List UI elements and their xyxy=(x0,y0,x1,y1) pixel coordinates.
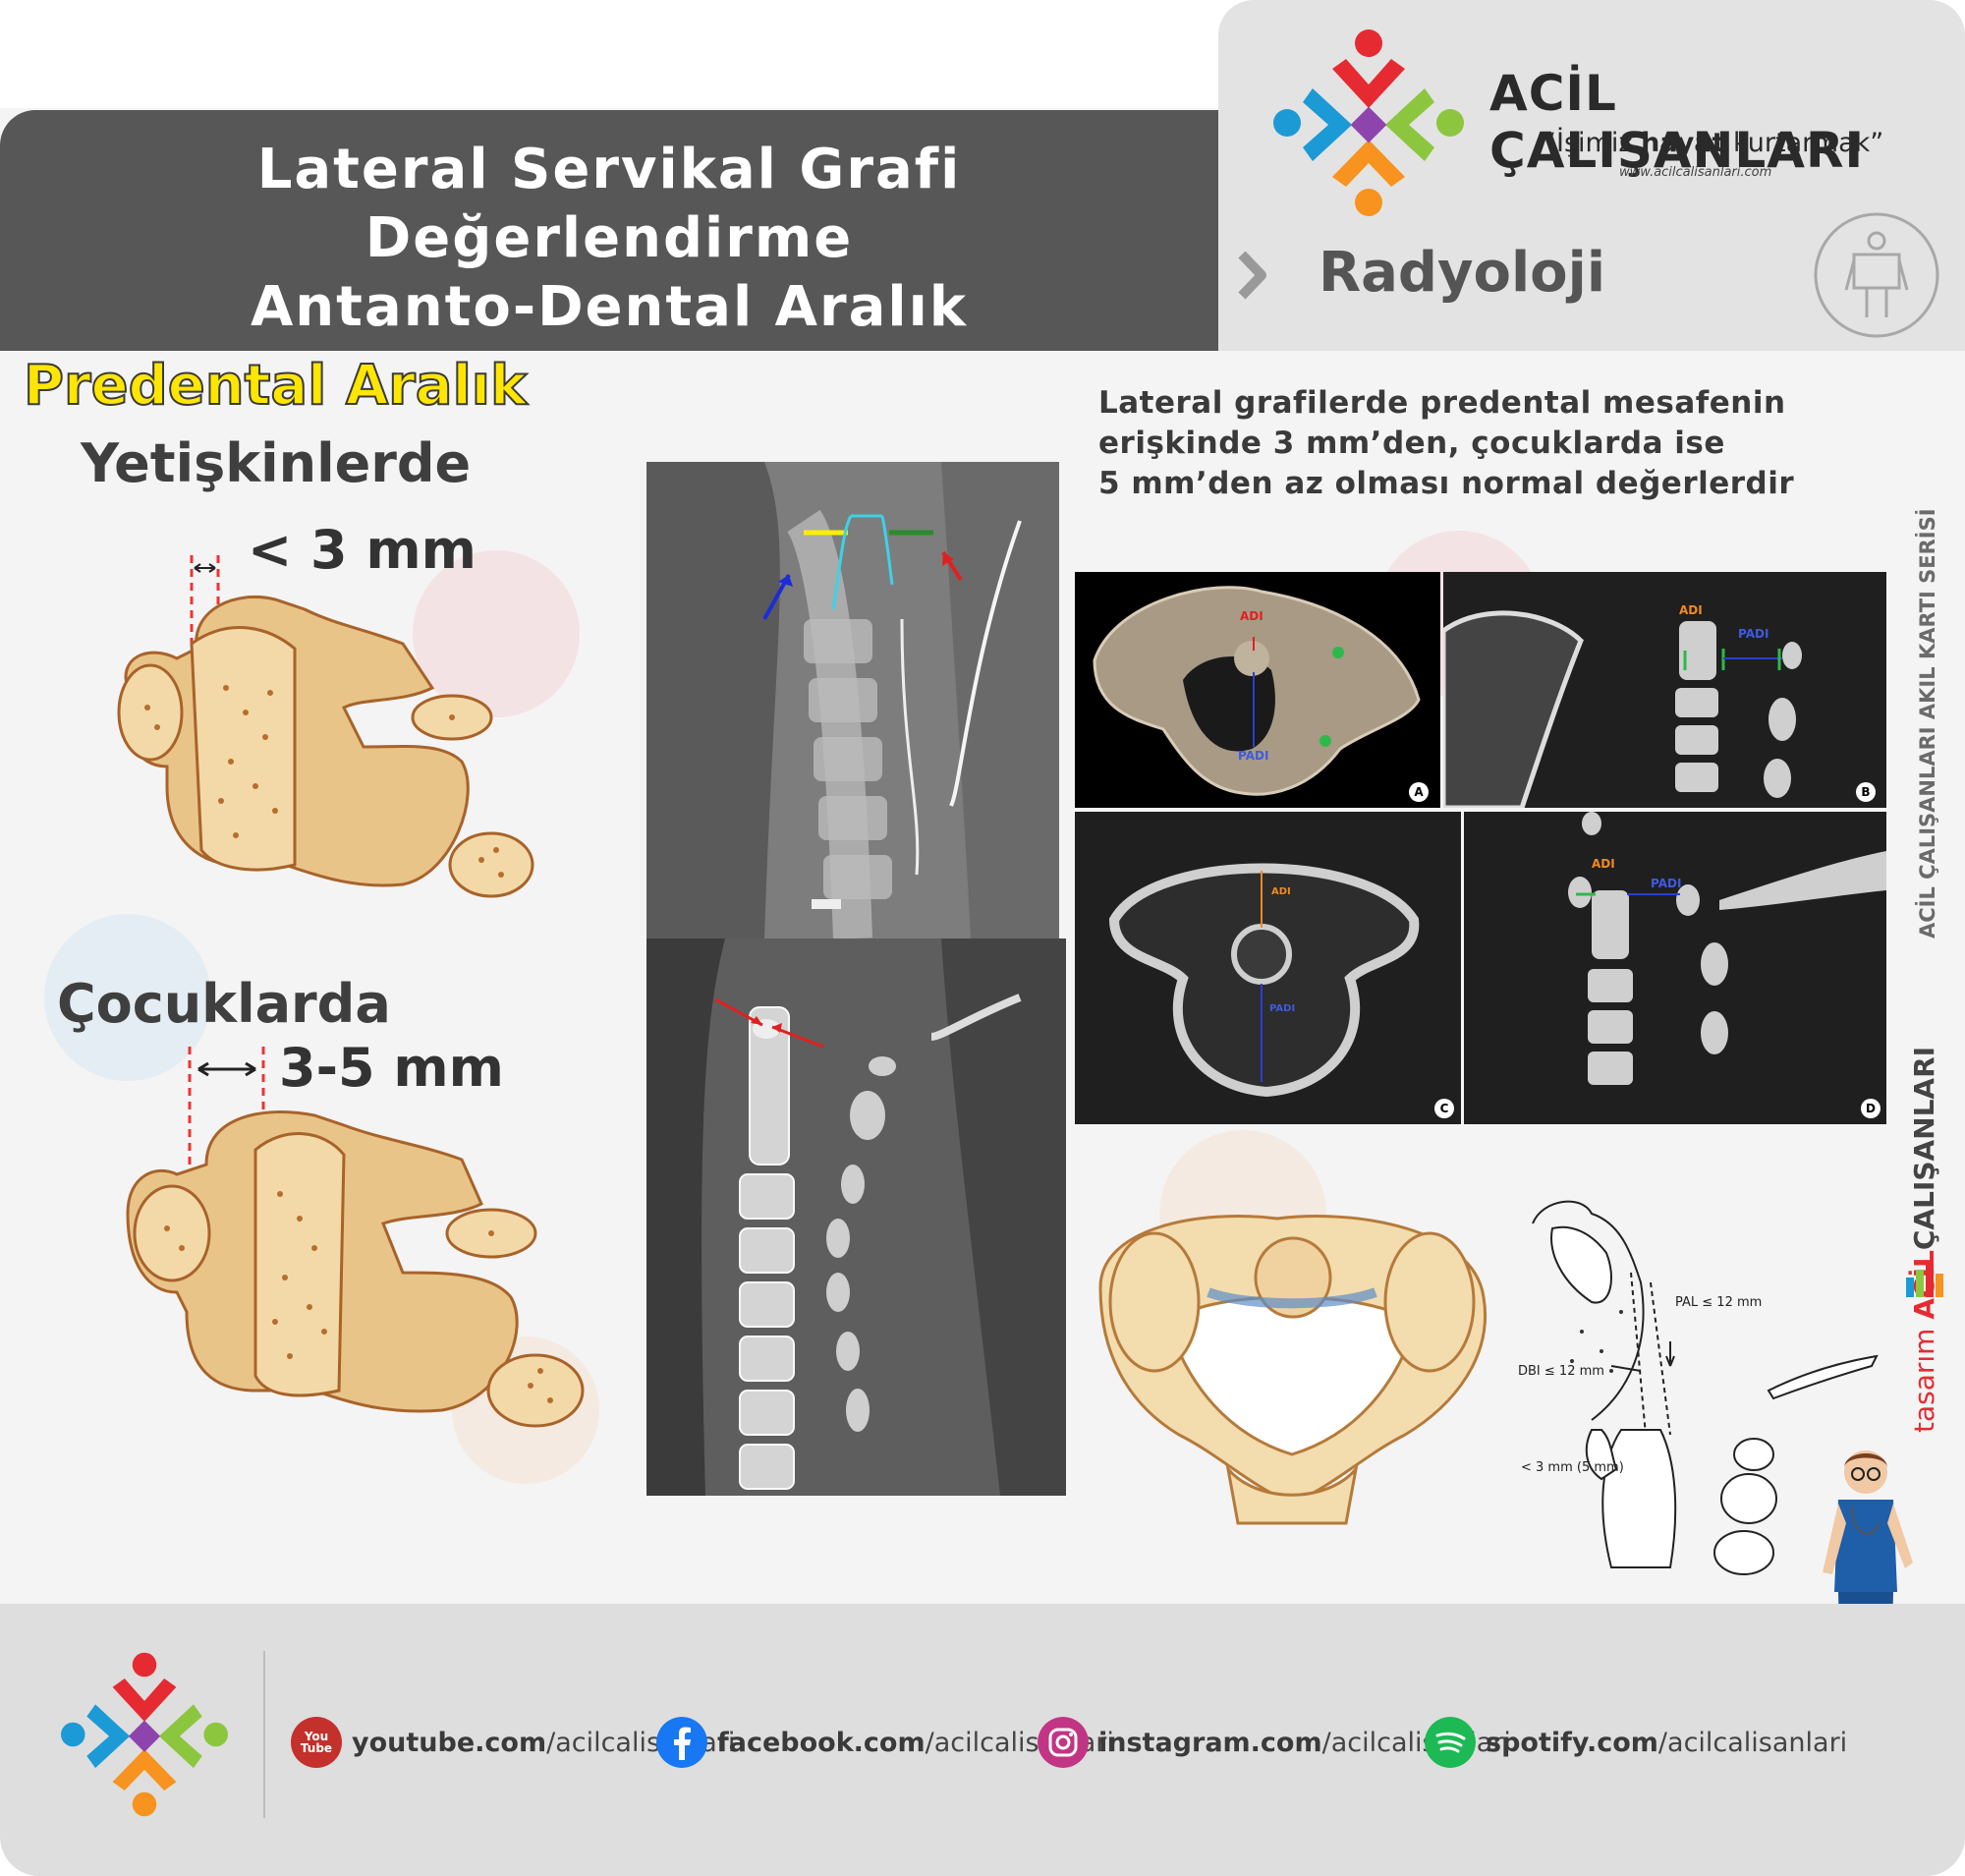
title-line-1: Lateral Servikal Grafi xyxy=(256,138,962,201)
ct-panel-d-drawing xyxy=(1464,812,1886,1124)
ct-panel-a: ADI PADI A xyxy=(1075,572,1440,808)
lateral-xray-drawing xyxy=(646,462,1059,938)
brand-name: ACİL ÇALIŞANLARI xyxy=(1489,65,1865,179)
diagram-dbi-label: DBI ≤ 12 mm xyxy=(1518,1364,1604,1379)
series-vertical-text: ACİL ÇALIŞANLARI AKIL KARTI SERİSİ xyxy=(1916,508,1939,938)
footer-logo-mark-icon xyxy=(61,1652,228,1817)
slogan-bold: hayat xyxy=(1641,128,1725,158)
category-label: Radyoloji xyxy=(1319,241,1606,305)
predental-line-diagram xyxy=(1532,1200,1879,1575)
child-vertebra-illustration xyxy=(126,1047,585,1428)
youtube-icon-text: You Tube xyxy=(300,1730,333,1755)
brand-slogan: “İşimiz hayat kurtarmak” xyxy=(1543,128,1883,158)
design-prefix: tasarım xyxy=(1908,1328,1940,1433)
ct-b-adi-label: ADI xyxy=(1679,603,1703,617)
adults-value: < 3 mm xyxy=(248,519,477,581)
chevron-right-icon xyxy=(1238,251,1266,300)
logo-panel: ACİL ÇALIŞANLARI “İşimiz hayat kurtarmak… xyxy=(1218,0,1965,351)
spotify-icon xyxy=(1425,1717,1476,1768)
ct-a-tag: A xyxy=(1409,782,1429,802)
background-blob xyxy=(44,914,211,1081)
youtube-domain: youtube.com xyxy=(352,1727,547,1758)
title-line-2: Değerlendirme xyxy=(365,206,854,270)
slogan-part: kurtarmak” xyxy=(1724,128,1884,158)
spotify-path: /acilcalisanlari xyxy=(1657,1727,1848,1758)
ct-panel-c-drawing xyxy=(1075,812,1461,1124)
ct-b-tag: B xyxy=(1856,782,1876,802)
design-vertical-text: tasarım ACİLÇALIŞANLARI xyxy=(1904,981,1953,1433)
ct-a-adi-label: ADI xyxy=(1240,609,1263,623)
sagittal-ct-image xyxy=(646,938,1066,1496)
spotify-link[interactable]: spotify.com/acilcalisanlari xyxy=(1425,1715,1847,1770)
adult-vertebra-illustration xyxy=(117,555,534,898)
title-line-3: Antanto-Dental Aralık xyxy=(250,275,969,339)
children-label: Çocuklarda xyxy=(57,973,391,1035)
children-value: 3-5 mm xyxy=(279,1037,504,1099)
ct-panel-d: ADI PADI D xyxy=(1464,812,1886,1124)
sagittal-ct-drawing xyxy=(646,938,1066,1496)
diagram-adi-label: < 3 mm (5 mm) xyxy=(1521,1460,1624,1475)
youtube-icon: You Tube xyxy=(291,1717,342,1768)
ct-c-adi-label: ADI xyxy=(1271,886,1291,897)
ct-b-padi-label: PADI xyxy=(1738,627,1769,641)
description-line-2: erişkinde 3 mm’den, çocuklarda ise xyxy=(1098,426,1725,461)
instagram-link[interactable]: instagram.com/acilcalisanlari xyxy=(1038,1715,1511,1770)
ct-d-adi-label: ADI xyxy=(1592,857,1615,871)
ct-c-padi-label: PADI xyxy=(1269,1003,1296,1014)
description-line-3: 5 mm’den az olması normal değerlerdir xyxy=(1098,466,1795,501)
ct-panel-c: ADI PADI C xyxy=(1075,812,1461,1124)
adults-label: Yetişkinlerde xyxy=(81,432,472,494)
instagram-path: /acilcalisanlari xyxy=(1321,1727,1511,1758)
facebook-domain: facebook.com xyxy=(717,1727,926,1758)
predental-heading: Predental Aralık xyxy=(23,353,528,419)
brand-url: www.acilcalisanlari.com xyxy=(1619,165,1772,180)
spotify-domain: spotify.com xyxy=(1486,1727,1658,1758)
design-rest: ÇALIŞANLARI xyxy=(1908,1046,1940,1251)
lateral-xray-image xyxy=(646,462,1059,938)
atlas-illustration xyxy=(1098,1215,1487,1525)
ct-d-tag: D xyxy=(1861,1099,1881,1118)
footer-divider xyxy=(263,1651,265,1818)
design-logo-icon xyxy=(1906,1264,1943,1297)
ct-a-padi-label: PADI xyxy=(1238,749,1269,763)
background-blob xyxy=(413,550,580,717)
logo-mark-icon xyxy=(1273,29,1464,216)
instagram-domain: instagram.com xyxy=(1098,1727,1322,1758)
ct-panel-b: ADI PADI B xyxy=(1443,572,1886,808)
title-band: Lateral Servikal Grafi Değerlendirme Ant… xyxy=(0,110,1218,351)
instagram-icon xyxy=(1038,1717,1089,1768)
ct-panel-a-drawing xyxy=(1075,572,1440,808)
description-line-1: Lateral grafilerde predental mesafenin xyxy=(1098,385,1786,421)
xray-body-icon xyxy=(1814,212,1939,338)
description-text: Lateral grafilerde predental mesafenin e… xyxy=(1098,383,1794,504)
facebook-icon xyxy=(656,1717,707,1768)
ct-c-tag: C xyxy=(1434,1099,1454,1118)
diagram-pal-label: PAL ≤ 12 mm xyxy=(1675,1295,1763,1310)
ct-panel-b-drawing xyxy=(1443,572,1886,808)
slogan-part: “İşimiz xyxy=(1543,128,1642,158)
ct-d-padi-label: PADI xyxy=(1651,877,1682,890)
